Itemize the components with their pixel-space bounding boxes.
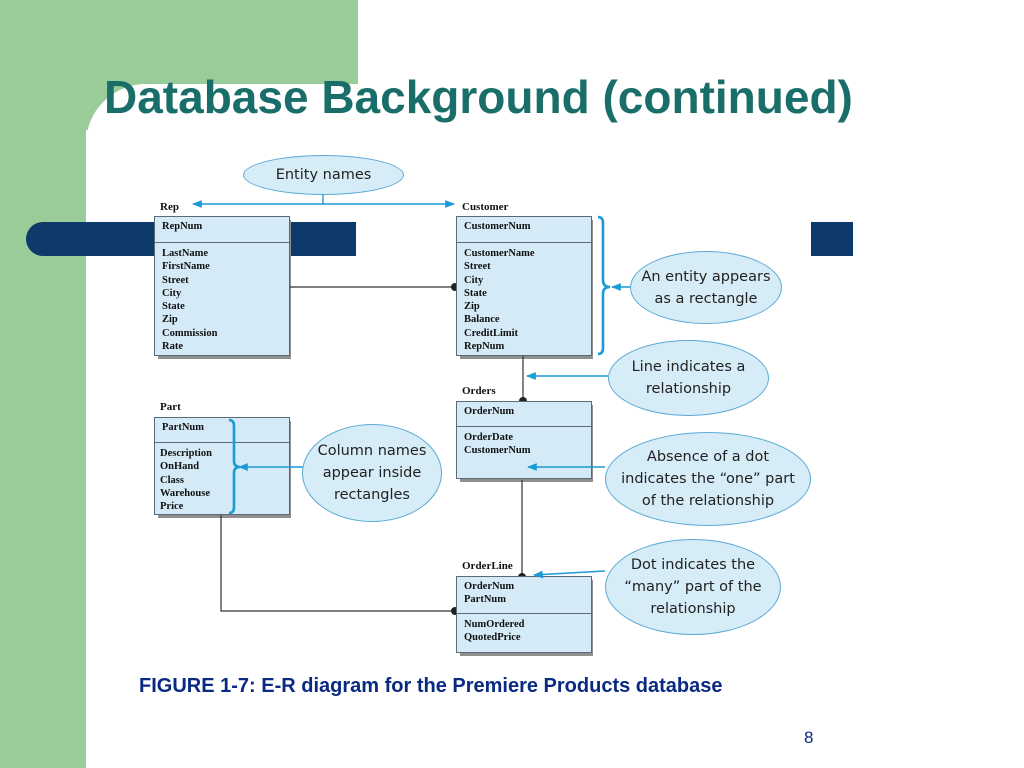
- rep-field: Street: [162, 274, 189, 286]
- customer-field: Balance: [464, 314, 500, 326]
- rep-field: LastName: [162, 248, 209, 259]
- callout-entity-rectangle-text: An entity appears as a rectangle: [641, 268, 771, 307]
- rep-entity: RepNum LastName FirstName Street City St…: [154, 216, 290, 356]
- part-entity-name: Part: [160, 401, 181, 413]
- orderline-field: QuotedPrice: [464, 632, 521, 644]
- orders-key-section: OrderNum: [457, 402, 591, 427]
- rep-field-list: LastName FirstName Street City State Zip…: [155, 243, 289, 355]
- page-number: 8: [804, 728, 814, 747]
- rep-key-field: RepNum: [162, 221, 203, 232]
- orderline-entity: OrderNum PartNum NumOrdered QuotedPrice: [456, 576, 592, 653]
- orders-field: CustomerNum: [464, 445, 531, 457]
- rep-entity-name: Rep: [160, 201, 179, 213]
- customer-entity: CustomerNum CustomerName Street City Sta…: [456, 216, 592, 356]
- customer-field: Zip: [464, 301, 480, 313]
- orderline-key-field: OrderNum: [464, 581, 515, 592]
- part-orderline-line: [220, 515, 454, 612]
- callout-absence-dot: Absence of a dot indicates the “one” par…: [605, 432, 811, 526]
- rep-key-section: RepNum: [155, 217, 289, 243]
- orders-entity-name: Orders: [462, 385, 496, 397]
- orders-entity: OrderNum OrderDate CustomerNum: [456, 401, 592, 479]
- part-field: Warehouse: [160, 487, 210, 499]
- customer-field: CreditLimit: [464, 327, 519, 339]
- customer-field: State: [464, 287, 487, 299]
- customer-field: City: [464, 274, 484, 286]
- accent-square: [811, 222, 853, 256]
- part-key-section: PartNum: [155, 418, 289, 443]
- orderline-field-list: NumOrdered QuotedPrice: [457, 614, 591, 652]
- orders-key-field: OrderNum: [464, 406, 515, 417]
- part-key-field: PartNum: [162, 422, 204, 433]
- callout-column-names-text: Column names appear inside rectangles: [317, 443, 427, 503]
- rep-field: City: [162, 287, 182, 299]
- callout-line-relationship: Line indicates a relationship: [608, 340, 769, 416]
- customer-entity-name: Customer: [462, 201, 509, 213]
- callout-absence-dot-text: Absence of a dot indicates the “one” par…: [621, 449, 795, 509]
- customer-field: Street: [464, 261, 491, 273]
- orderline-field: NumOrdered: [464, 619, 525, 630]
- part-field-list: Description OnHand Class Warehouse Price: [155, 443, 289, 514]
- customer-key-section: CustomerNum: [457, 217, 591, 243]
- customer-brace: [597, 215, 611, 356]
- orderline-key-field: PartNum: [464, 594, 506, 606]
- orders-field: OrderDate: [464, 432, 513, 443]
- rep-field: State: [162, 301, 185, 313]
- slide-title: Database Background (continued): [104, 71, 853, 123]
- part-field: OnHand: [160, 461, 200, 473]
- rep-field: FirstName: [162, 261, 210, 273]
- callout-entity-names: Entity names: [243, 155, 404, 195]
- callout-dot-many-text: Dot indicates the “many” part of the rel…: [624, 557, 762, 617]
- rep-field: Rate: [162, 341, 183, 353]
- customer-key-field: CustomerNum: [464, 221, 531, 232]
- customer-field: RepNum: [464, 341, 505, 353]
- orderline-entity-name: OrderLine: [462, 560, 513, 572]
- part-field: Description: [160, 448, 212, 459]
- figure-caption: FIGURE 1-7: E-R diagram for the Premiere…: [139, 675, 723, 697]
- part-field: Class: [160, 474, 184, 486]
- callout-entity-names-text: Entity names: [275, 167, 372, 183]
- orderline-key-section: OrderNum PartNum: [457, 577, 591, 614]
- dot-many-arrow: [533, 570, 606, 579]
- background-green-strip: [0, 0, 86, 768]
- rep-field: Zip: [162, 314, 178, 326]
- callout-entity-rectangle: An entity appears as a rectangle: [630, 251, 782, 324]
- callout-column-names: Column names appear inside rectangles: [302, 424, 442, 522]
- customer-field: CustomerName: [464, 248, 535, 259]
- part-field: Price: [160, 501, 184, 513]
- customer-field-list: CustomerName Street City State Zip Balan…: [457, 243, 591, 355]
- orders-field-list: OrderDate CustomerNum: [457, 427, 591, 478]
- callout-line-relationship-text: Line indicates a relationship: [631, 359, 746, 397]
- rep-field: Commission: [162, 327, 218, 339]
- callout-dot-many: Dot indicates the “many” part of the rel…: [605, 539, 781, 635]
- part-entity: PartNum Description OnHand Class Warehou…: [154, 417, 290, 515]
- part-brace: [228, 418, 241, 515]
